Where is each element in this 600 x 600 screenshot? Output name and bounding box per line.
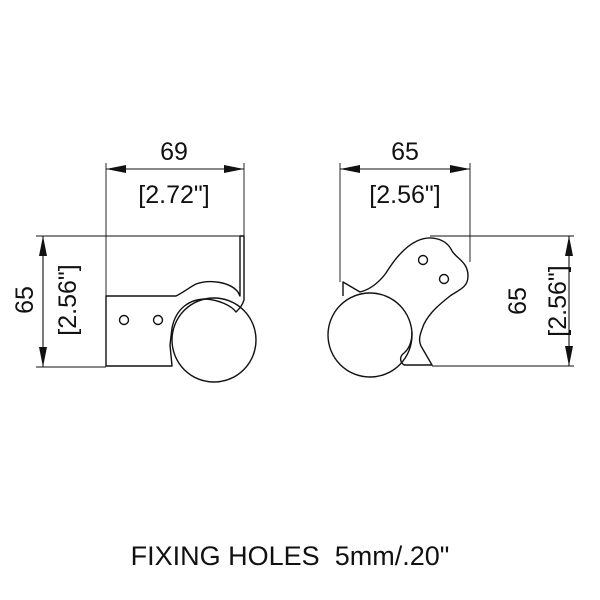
- left-fixing-hole-1: [118, 314, 130, 326]
- left-corner-part: [105, 235, 257, 383]
- left-height-inch: [2.56"]: [54, 264, 82, 335]
- right-height-dimension: 65 [2.56"]: [430, 235, 574, 367]
- left-height-arrow-bottom: [39, 347, 47, 367]
- left-height-dimension: 65 [2.56"]: [11, 235, 240, 368]
- right-height-arrow-bottom: [565, 346, 573, 366]
- left-ball: [171, 297, 257, 383]
- left-height-mm: 65: [11, 286, 39, 314]
- right-height-inch: [2.56"]: [544, 265, 572, 336]
- left-fixing-hole-2: [152, 314, 164, 326]
- right-width-inch: [2.56"]: [369, 181, 440, 209]
- right-corner-part: [327, 237, 469, 378]
- left-width-inch: [2.72"]: [138, 181, 209, 209]
- right-bracket: [342, 237, 469, 366]
- left-width-mm: 69: [160, 138, 188, 166]
- left-width-arrow-start: [106, 165, 126, 173]
- right-width-mm: 65: [391, 138, 419, 166]
- left-width-arrow-end: [224, 165, 244, 173]
- right-fixing-hole-1: [417, 254, 429, 266]
- right-fixing-hole-2: [438, 273, 450, 285]
- fixing-holes-caption: FIXING HOLES 5mm/.20": [131, 541, 450, 571]
- right-width-arrow-end: [450, 165, 470, 173]
- right-width-dimension: 65 [2.56"]: [339, 138, 471, 282]
- right-height-arrow-top: [565, 236, 573, 256]
- right-ball: [327, 292, 413, 378]
- right-height-mm: 65: [504, 287, 532, 315]
- left-mounting-plate: [105, 235, 245, 367]
- right-width-arrow-start: [340, 165, 360, 173]
- left-height-arrow-top: [39, 236, 47, 256]
- left-width-dimension: 69 [2.72"]: [105, 138, 245, 296]
